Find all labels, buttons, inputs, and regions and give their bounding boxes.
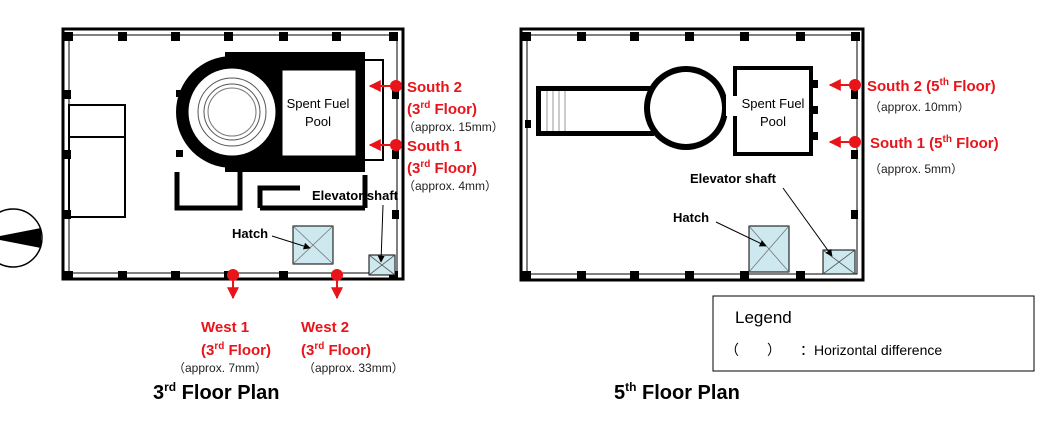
floor3-south1-note: （approx. 4mm） — [403, 179, 497, 193]
floor5-marker-south2 — [828, 79, 861, 91]
floor3-south2-note: （approx. 15mm） — [403, 120, 504, 134]
floor3-south2-floor: (3rd Floor) — [407, 100, 477, 118]
floor3-lower-walls — [174, 172, 368, 211]
floor3-hatch-label: Hatch — [232, 226, 268, 241]
legend-title: Legend — [735, 308, 792, 327]
floor5-south1-name: South 1 (5th Floor) — [870, 134, 999, 152]
floor3-plan: Spent Fuel Pool Elevator shaft Hatch Sou… — [61, 27, 504, 404]
floor5-elevator-label: Elevator shaft — [690, 171, 777, 186]
floor5-columns — [522, 32, 860, 280]
floor5-pool-label-1: Spent Fuel — [742, 96, 805, 111]
floor3-south1-floor: (3rd Floor) — [407, 159, 477, 177]
floor3-marker-west2 — [331, 269, 343, 300]
floor3-west2-floor: (3rd Floor) — [301, 341, 371, 359]
floor5-pool — [733, 66, 813, 156]
floor3-title: 3rd Floor Plan — [153, 380, 279, 404]
floor3-reactor-block — [176, 52, 384, 172]
floor5-title: 5th Floor Plan — [614, 380, 740, 404]
floor5-hatch-label: Hatch — [673, 210, 709, 225]
floor5-marker-south1 — [828, 136, 861, 148]
floor3-left-rooms — [68, 104, 126, 218]
compass-icon — [0, 208, 43, 268]
floor3-pool-label-1: Spent Fuel — [287, 96, 350, 111]
floor3-marker-south1 — [368, 139, 402, 151]
floor5-south2-name: South 2 (5th Floor) — [867, 77, 996, 95]
floor5-pool-label-2: Pool — [760, 114, 786, 129]
floor5-plan: Spent Fuel Pool Elevator shaft Hatch Sou… — [519, 27, 999, 404]
floor3-elevator-label: Elevator shaft — [312, 188, 399, 203]
floor3-west2-name: West 2 — [301, 319, 349, 336]
floor5-corridor — [536, 86, 654, 136]
floor3-west1-name: West 1 — [201, 319, 249, 336]
floor5-south1-note: （approx. 5mm） — [869, 162, 963, 176]
floor3-marker-west1 — [227, 269, 239, 300]
floor3-west2-note: （approx. 33mm） — [303, 361, 404, 375]
floor3-west1-floor: (3rd Floor) — [201, 341, 271, 359]
legend-box: Legend （ ） ：Horizontal difference — [712, 295, 1035, 372]
legend-paren: （ ） — [725, 342, 781, 358]
floor3-marker-south2 — [368, 80, 402, 92]
floor3-south2-name: South 2 — [407, 79, 462, 96]
floor3-south1-name: South 1 — [407, 138, 462, 155]
floor5-south2-note: （approx. 10mm） — [869, 100, 970, 114]
floor3-pool-label-2: Pool — [305, 114, 331, 129]
legend-description: ：Horizontal difference — [800, 342, 942, 358]
floor3-west1-note: （approx. 7mm） — [173, 361, 267, 375]
